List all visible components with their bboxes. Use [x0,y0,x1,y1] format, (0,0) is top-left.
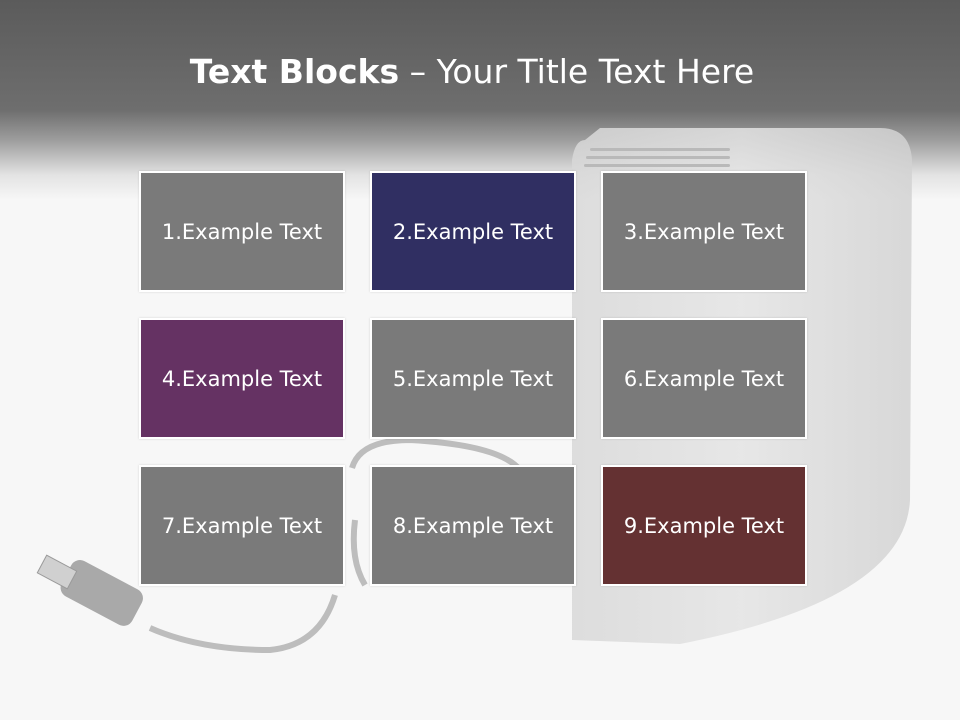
text-block-label: 5.Example Text [392,366,554,391]
text-block-label: 7.Example Text [161,513,323,538]
text-block-2: 2.Example Text [370,171,576,292]
text-block-7: 7.Example Text [139,465,345,586]
text-block-9: 9.Example Text [601,465,807,586]
text-block-5: 5.Example Text [370,318,576,439]
text-block-label: 8.Example Text [392,513,554,538]
text-block-4: 4.Example Text [139,318,345,439]
text-block-label: 4.Example Text [161,366,323,391]
slide-title: Text Blocks – Your Title Text Here [0,52,944,91]
text-block-8: 8.Example Text [370,465,576,586]
text-block-3: 3.Example Text [601,171,807,292]
title-bold-part: Text Blocks [189,52,400,91]
title-separator: – [399,52,437,91]
text-block-label: 2.Example Text [392,219,554,244]
text-block-label: 6.Example Text [623,366,785,391]
text-block-6: 6.Example Text [601,318,807,439]
text-block-label: 9.Example Text [623,513,785,538]
title-rest-part: Your Title Text Here [436,52,755,91]
text-block-label: 1.Example Text [161,219,323,244]
text-block-label: 3.Example Text [623,219,785,244]
text-block-1: 1.Example Text [139,171,345,292]
